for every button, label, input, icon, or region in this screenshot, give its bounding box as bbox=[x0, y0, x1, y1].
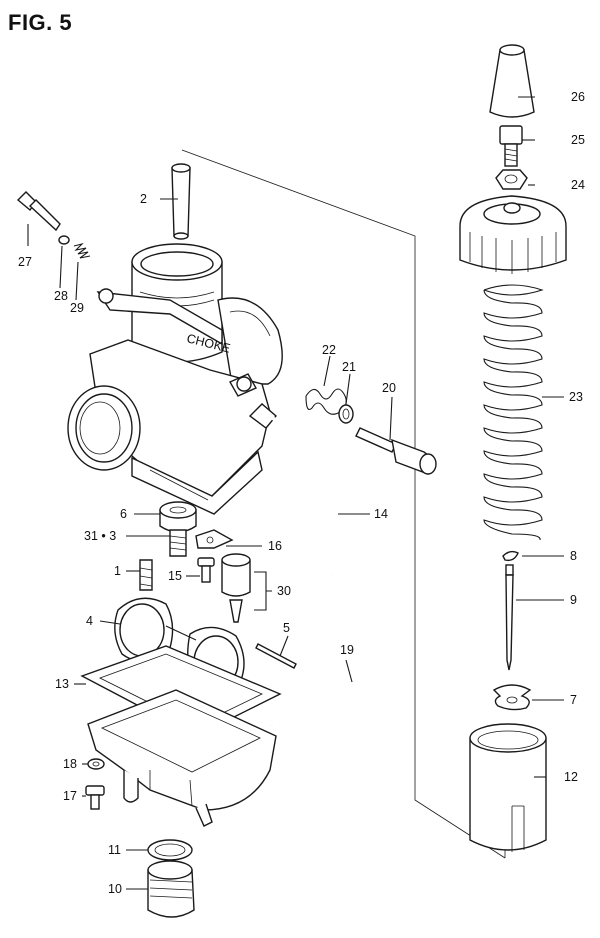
plate-part-16 bbox=[195, 529, 234, 549]
pilot-jet-part-1 bbox=[139, 559, 153, 591]
throttle-stop-screw-part-20 bbox=[355, 427, 437, 475]
label-part-4: 4 bbox=[86, 614, 93, 628]
o-ring-part-11 bbox=[147, 839, 193, 861]
part-labels: 2 27 28 29 22 21 20 26 25 24 23 8 9 7 12… bbox=[18, 90, 585, 896]
label-part-12: 12 bbox=[564, 770, 578, 784]
label-part-14: 14 bbox=[374, 507, 388, 521]
needle-part-9 bbox=[505, 564, 514, 671]
label-part-25: 25 bbox=[571, 133, 585, 147]
washer-part-6 bbox=[159, 501, 197, 533]
nut-part-24 bbox=[495, 169, 528, 190]
label-part-27: 27 bbox=[18, 255, 32, 269]
label-part-10: 10 bbox=[108, 882, 122, 896]
screw-part-17 bbox=[85, 785, 105, 810]
screw-part-15 bbox=[197, 557, 215, 583]
label-part-5: 5 bbox=[283, 621, 290, 635]
adjuster-part-25 bbox=[499, 125, 523, 167]
label-part-17: 17 bbox=[63, 789, 77, 803]
label-part-7: 7 bbox=[570, 693, 577, 707]
spring-part-29 bbox=[73, 242, 91, 259]
jet-part-3 bbox=[169, 529, 187, 557]
washer-part-18 bbox=[87, 758, 105, 770]
starter-plunger-part-2 bbox=[171, 163, 191, 240]
label-part-1: 1 bbox=[114, 564, 121, 578]
figure-title: FIG. 5 bbox=[8, 10, 73, 35]
label-part-24: 24 bbox=[571, 178, 585, 192]
label-part-15: 15 bbox=[168, 569, 182, 583]
leader-lines bbox=[27, 96, 564, 890]
label-part-29: 29 bbox=[70, 301, 84, 315]
clip-part-8 bbox=[502, 550, 519, 562]
label-part-19: 19 bbox=[340, 643, 354, 657]
washer-part-28 bbox=[58, 235, 70, 245]
plug-part-10 bbox=[147, 860, 195, 918]
top-cap-part bbox=[459, 195, 567, 274]
pilot-air-screw-part-27 bbox=[16, 191, 61, 232]
label-part-3: 31 • 3 bbox=[84, 529, 116, 543]
needle-valve-part-30 bbox=[221, 553, 251, 623]
label-part-21: 21 bbox=[342, 360, 356, 374]
float-pin-part-5 bbox=[255, 643, 297, 669]
hose-part-14 bbox=[261, 412, 341, 575]
spring-part-23 bbox=[483, 284, 544, 541]
cap-rubber-part-26 bbox=[489, 44, 535, 118]
label-part-23: 23 bbox=[569, 390, 583, 404]
throttle-valve-part-12 bbox=[469, 723, 547, 852]
label-part-18: 18 bbox=[63, 757, 77, 771]
o-ring-part-21 bbox=[338, 404, 354, 424]
label-part-11: 11 bbox=[108, 843, 121, 857]
hose-part-19 bbox=[271, 682, 383, 921]
label-part-20: 20 bbox=[382, 381, 396, 395]
float-chamber bbox=[87, 689, 277, 827]
label-part-6: 6 bbox=[120, 507, 127, 521]
label-part-16: 16 bbox=[268, 539, 282, 553]
carburetor-body: CHOKE bbox=[67, 243, 283, 515]
label-part-30: 30 bbox=[277, 584, 291, 598]
label-part-22: 22 bbox=[322, 343, 336, 357]
plate-part-7 bbox=[492, 684, 532, 711]
label-part-28: 28 bbox=[54, 289, 68, 303]
label-part-13: 13 bbox=[55, 677, 69, 691]
label-part-26: 26 bbox=[571, 90, 585, 104]
label-part-8: 8 bbox=[570, 549, 577, 563]
label-part-9: 9 bbox=[570, 593, 577, 607]
label-part-2: 2 bbox=[140, 192, 147, 206]
